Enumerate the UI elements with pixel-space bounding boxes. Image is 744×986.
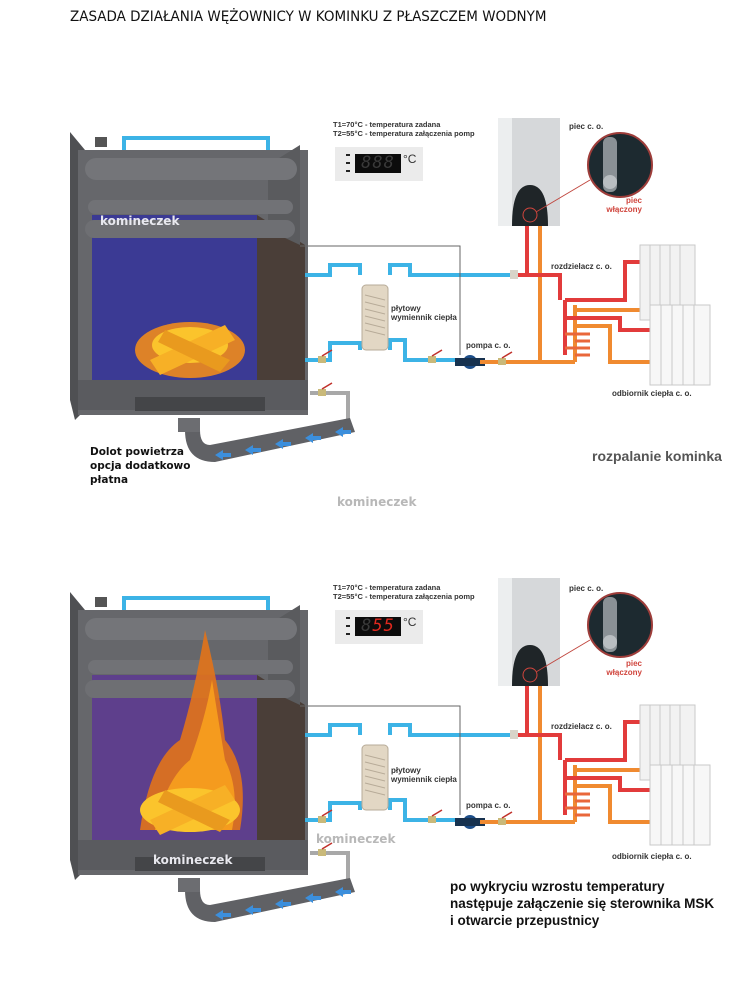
boiler-panel xyxy=(512,185,548,226)
state-caption-line: po wykryciu wzrostu temperatury xyxy=(450,879,665,894)
fire-small xyxy=(135,322,245,378)
display-digit-idle: 8 xyxy=(361,616,373,636)
air-intake-duct xyxy=(178,878,355,922)
exchanger-label: płytowy wymiennik ciepła xyxy=(391,766,457,784)
display-unit: °C xyxy=(403,615,417,629)
chimney-stub xyxy=(95,137,107,147)
chimney-stub xyxy=(95,597,107,607)
radiator-lower xyxy=(649,764,711,846)
pump-activation-note: T2=55°C - temperatura załączenia pomp xyxy=(333,129,475,138)
valves xyxy=(318,730,518,856)
top-tube-2 xyxy=(88,200,293,214)
diagram-panel-activated: T1=70°C - temperatura zadana T2=55°C - t… xyxy=(0,460,744,930)
fireplace-side-wall xyxy=(257,675,305,855)
pump-label: pompa c. o. xyxy=(466,801,511,810)
watermark: komineczek xyxy=(316,832,396,846)
manifold xyxy=(563,260,650,364)
display-digits: 888 xyxy=(355,154,401,173)
diagram-graphics xyxy=(70,578,711,922)
heat-receiver-label: odbiornik ciepła c. o. xyxy=(612,389,692,398)
page-title: ZASADA DZIAŁANIA WĘŻOWNICY W KOMINKU Z P… xyxy=(70,9,547,25)
boiler-label: piec c. o. xyxy=(569,584,604,593)
boiler-control-zoom xyxy=(587,132,653,198)
air-intake-duct xyxy=(178,418,355,462)
temperature-display: 888 °C xyxy=(335,147,423,181)
sensor-wire xyxy=(300,705,461,815)
exchanger-label: płytowy wymiennik ciepła xyxy=(391,304,457,322)
fireplace-side-wall xyxy=(257,215,305,395)
manifold-label: rozdzielacz c. o. xyxy=(551,722,612,731)
boiler-label: piec c. o. xyxy=(569,122,604,131)
air-inlet-note-line: Dolot powietrza xyxy=(90,446,184,458)
air-inlet-note: Dolot powietrza opcja dodatkowo płatna xyxy=(90,445,190,487)
watermark: komineczek xyxy=(100,214,180,228)
temperature-setpoint-note: T1=70°C - temperatura zadana xyxy=(333,120,441,129)
sensor-wire xyxy=(300,245,461,355)
boiler-status-label: piec włączony xyxy=(606,659,642,677)
fire-large xyxy=(140,630,243,835)
top-tube-3 xyxy=(85,680,295,698)
display-digits-active: 55 xyxy=(372,616,395,636)
top-tube-1 xyxy=(85,158,297,180)
top-tube-1 xyxy=(85,618,297,640)
diagram-panel-startup: T1=70°C - temperatura zadana T2=55°C - t… xyxy=(0,0,744,509)
display-digits: 855 xyxy=(355,617,401,636)
boiler-panel xyxy=(512,645,548,686)
heat-receiver-label: odbiornik ciepła c. o. xyxy=(612,852,692,861)
coil-supply-pipe xyxy=(122,596,270,620)
air-inlet-note-line: opcja dodatkowo xyxy=(90,460,191,472)
radiator-upper xyxy=(639,704,696,781)
boiler-status-label: piec włączony xyxy=(606,196,642,214)
log xyxy=(158,790,230,832)
temperature-display: 855 °C xyxy=(335,610,423,644)
air-inlet-note-line: płatna xyxy=(90,474,129,486)
valves xyxy=(318,270,518,396)
radiator-lower xyxy=(649,304,711,386)
manifold-label: rozdzielacz c. o. xyxy=(551,262,612,271)
state-caption: rozpalanie kominka xyxy=(592,448,722,464)
state-caption-line: i otwarcie przepustnicy xyxy=(450,913,600,928)
state-caption: po wykryciu wzrostu temperatury następuj… xyxy=(450,878,714,929)
manifold xyxy=(563,720,650,824)
diagram-graphics xyxy=(70,118,711,462)
display-unit: °C xyxy=(403,152,417,166)
boiler-control-zoom xyxy=(587,592,653,658)
state-caption-line: następuje załączenie się sterownika MSK xyxy=(450,896,715,911)
coil-supply-pipe xyxy=(122,136,270,160)
pump-label: pompa c. o. xyxy=(466,341,511,350)
watermark: komineczek xyxy=(337,495,417,509)
watermark: komineczek xyxy=(153,853,233,867)
temperature-setpoint-note: T1=70°C - temperatura zadana xyxy=(333,583,441,592)
top-tube-2 xyxy=(88,660,293,674)
log xyxy=(158,330,230,372)
top-tube-3 xyxy=(85,220,295,238)
pump-activation-note: T2=55°C - temperatura załączenia pomp xyxy=(333,592,475,601)
